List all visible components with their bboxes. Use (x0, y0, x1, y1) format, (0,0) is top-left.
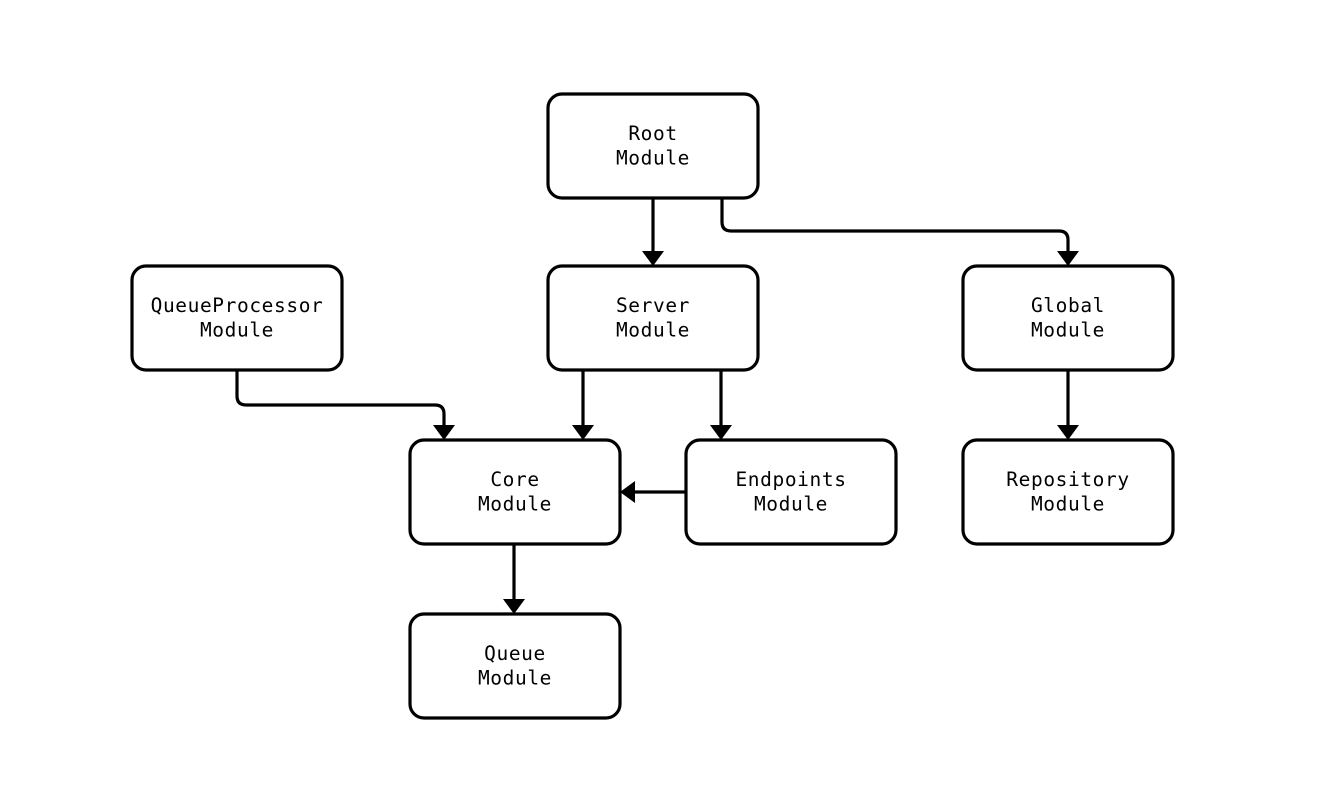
node-box-server[interactable] (546, 264, 760, 372)
node-box-endpoints[interactable] (684, 438, 898, 546)
arrowhead-root-global (1057, 251, 1079, 266)
node-box-global[interactable] (961, 264, 1175, 372)
arrowhead-root-server (642, 251, 664, 266)
arrowhead-server-core (572, 425, 594, 440)
node-label-line2-server: Module (616, 318, 690, 341)
edge-endpoints-core (620, 481, 686, 503)
node-label-line2-queue: Module (478, 666, 552, 689)
arrowhead-core-queue (503, 599, 525, 614)
edge-queueprocessor-core (235, 370, 455, 440)
node-label-line2-endpoints: Module (754, 492, 828, 515)
node-box-core[interactable] (408, 438, 622, 546)
node-box-queueprocessor[interactable] (130, 264, 344, 372)
node-label-line1-core: Core (490, 467, 539, 490)
node-label-line1-global: Global (1031, 293, 1105, 316)
node-label-line1-queue: Queue (484, 641, 546, 664)
edge-root-global (720, 198, 1079, 266)
node-label-line2-core: Module (478, 492, 552, 515)
arrowhead-global-repository (1057, 425, 1079, 440)
node-label-line1-server: Server (616, 293, 690, 316)
edge-line-queueprocessor-core (235, 370, 446, 426)
arrowhead-endpoints-core (620, 481, 635, 503)
node-label-line2-repository: Module (1031, 492, 1105, 515)
arrowhead-server-endpoints (710, 425, 732, 440)
node-label-line2-root: Module (616, 146, 690, 169)
node-label-line2-global: Module (1031, 318, 1105, 341)
node-box-root[interactable] (546, 92, 760, 200)
edges-layer (235, 198, 1079, 614)
arrowhead-queueprocessor-core (433, 425, 455, 440)
node-label-line1-endpoints: Endpoints (735, 467, 846, 490)
node-label-line1-queueprocessor: QueueProcessor (151, 293, 324, 316)
node-label-line2-queueprocessor: Module (200, 318, 274, 341)
node-label-line1-repository: Repository (1006, 467, 1129, 490)
node-box-queue[interactable] (408, 612, 622, 720)
node-box-repository[interactable] (961, 438, 1175, 546)
edge-global-repository (1057, 370, 1079, 440)
node-label-line1-root: Root (628, 121, 677, 144)
edge-server-core (572, 370, 594, 440)
edge-core-queue (503, 544, 525, 614)
edge-line-root-global (720, 198, 1070, 252)
edge-root-server (642, 198, 664, 266)
edge-server-endpoints (710, 370, 732, 440)
